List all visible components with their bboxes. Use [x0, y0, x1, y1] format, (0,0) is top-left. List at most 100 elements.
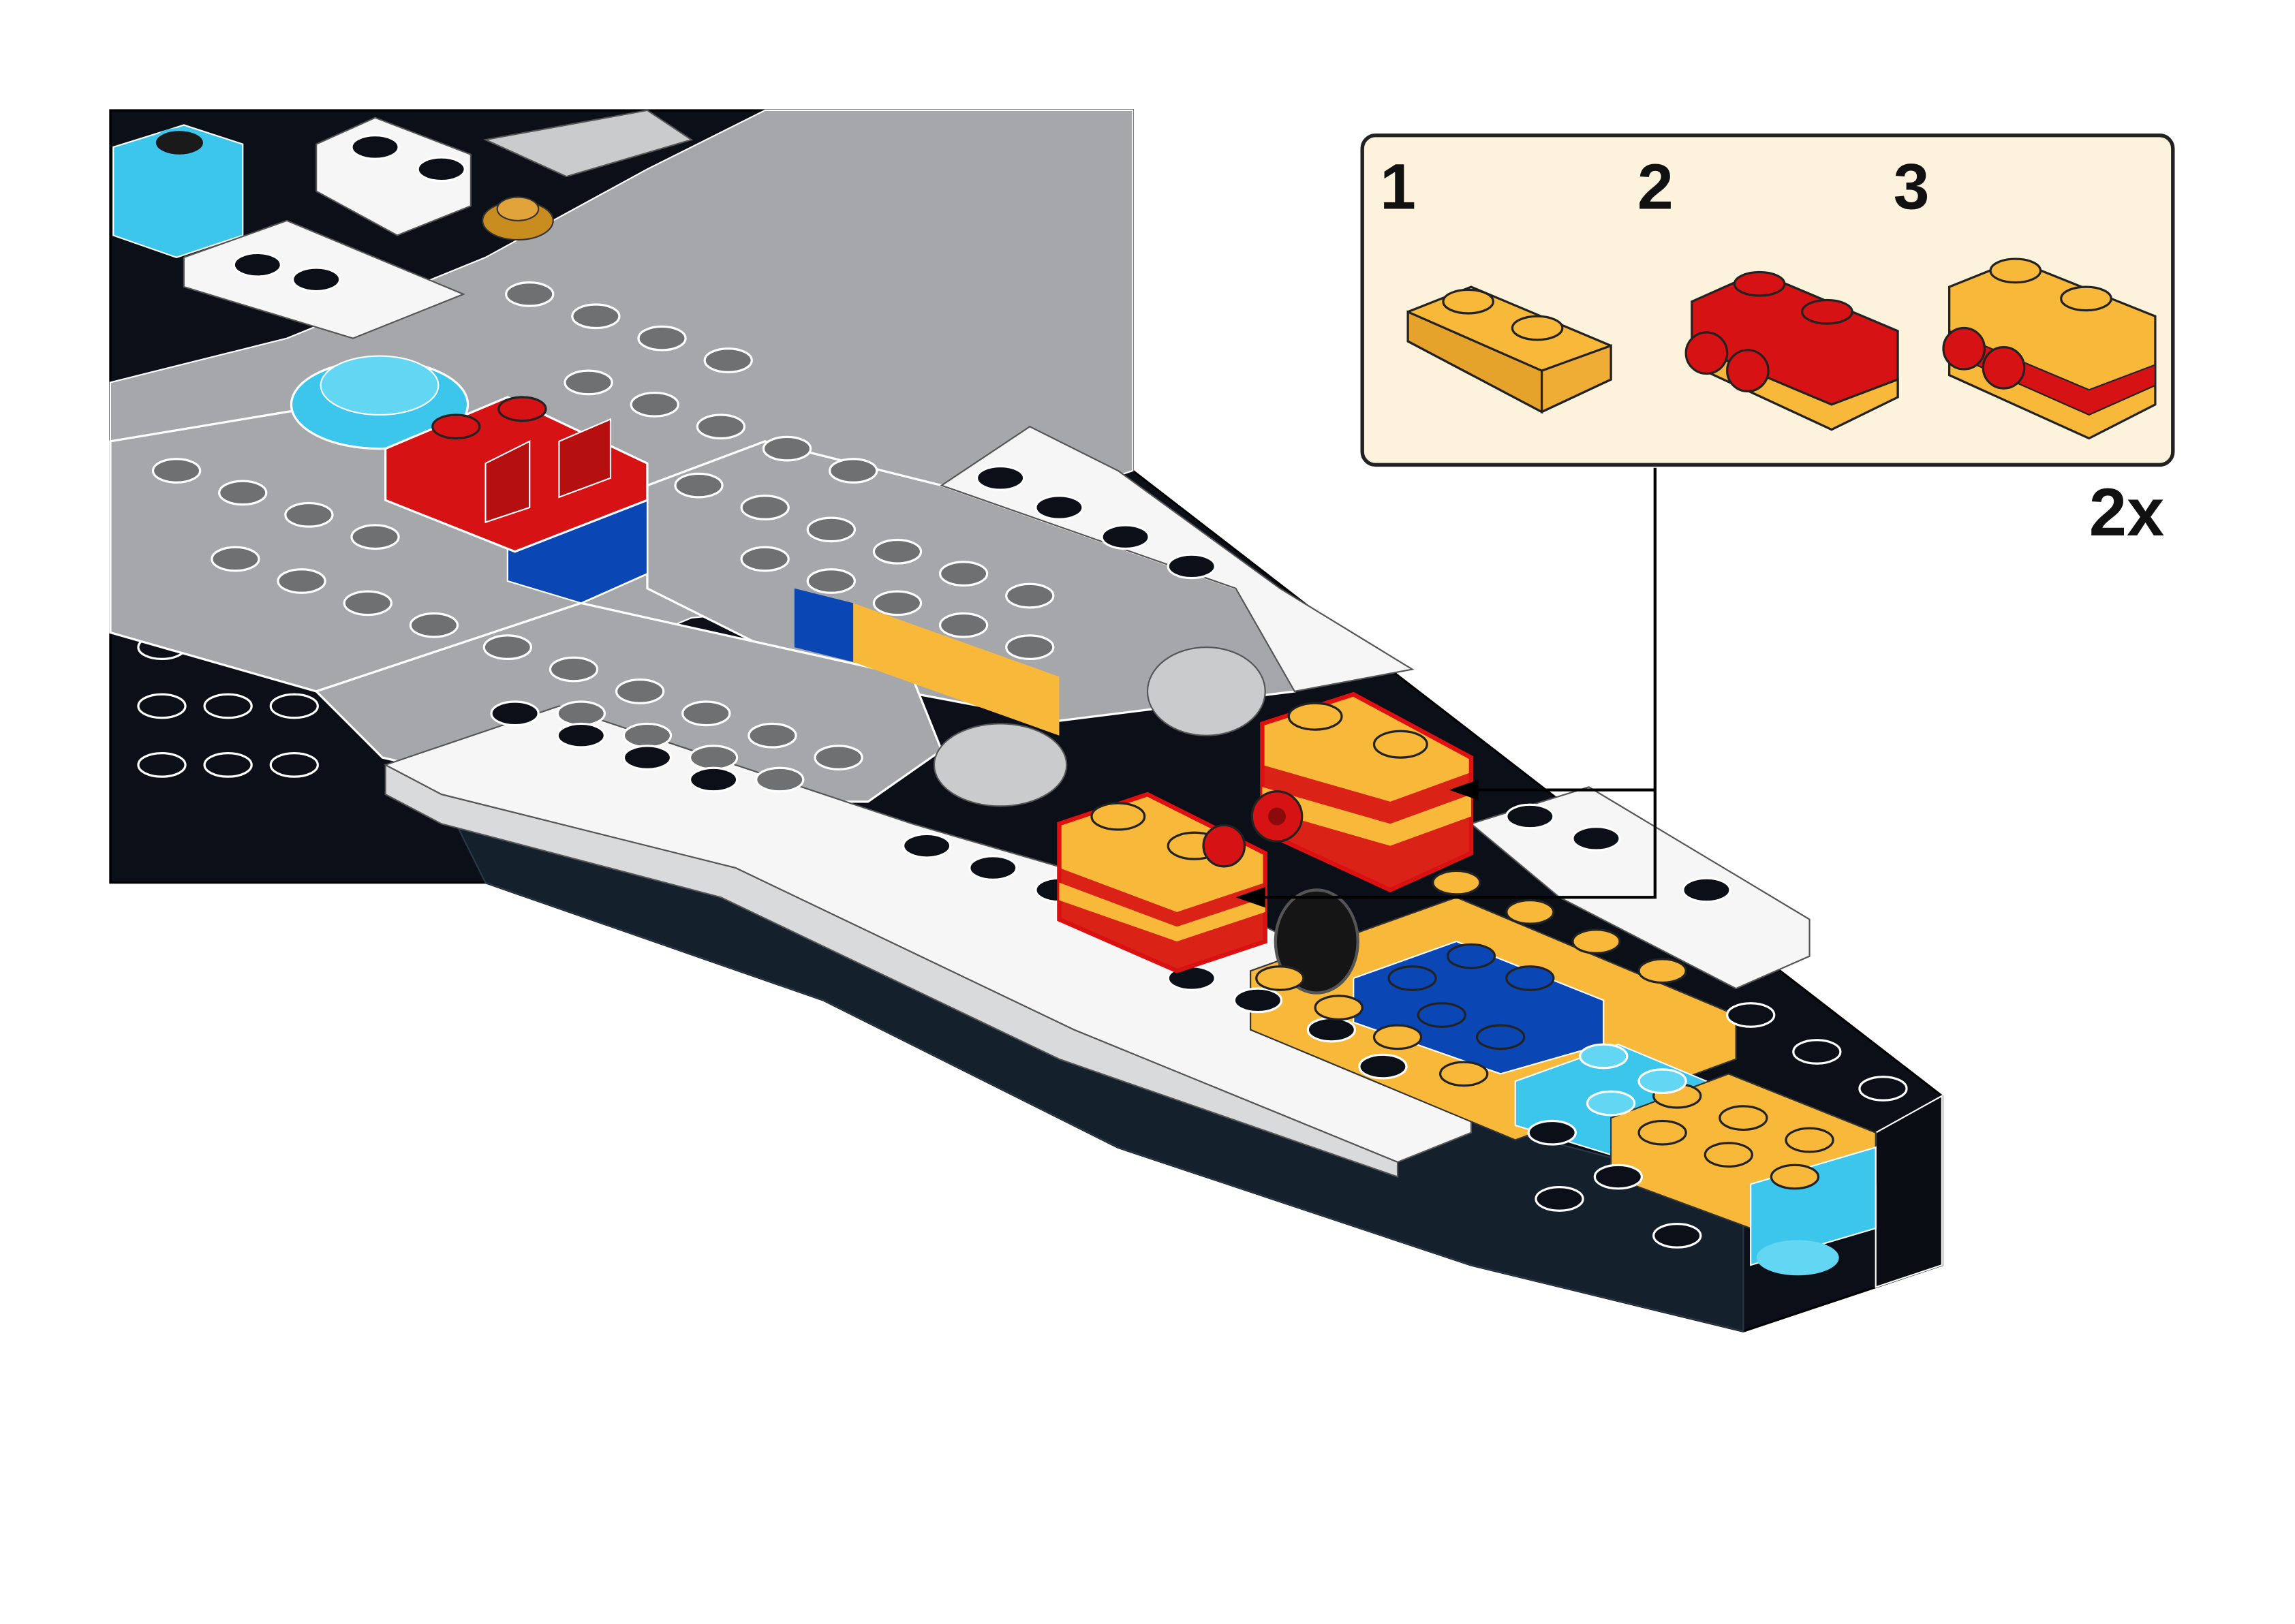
nose-side-panel [1875, 1094, 1943, 1288]
stud [755, 766, 805, 793]
stud [938, 612, 989, 638]
stud [1586, 1090, 1636, 1116]
stud [806, 516, 856, 543]
stud [1505, 965, 1555, 991]
stud [497, 396, 547, 422]
gray-cylinder [933, 723, 1068, 807]
stud [151, 458, 202, 484]
stud [1571, 825, 1621, 852]
stud [1233, 987, 1283, 1014]
stud [1255, 965, 1305, 991]
stud [740, 495, 790, 520]
stud [938, 561, 989, 587]
stud [1535, 1186, 1584, 1212]
stud [482, 634, 533, 661]
part-assembled-step-3 [1942, 257, 2157, 440]
stud [1527, 1119, 1577, 1146]
stud [1387, 965, 1437, 991]
stud [1719, 1105, 1768, 1131]
stud [490, 700, 540, 727]
stud [556, 700, 606, 727]
stud [688, 766, 739, 793]
stud [740, 546, 790, 572]
stud [269, 693, 319, 719]
stud [696, 413, 746, 440]
stud [571, 303, 621, 330]
stud [1682, 877, 1731, 903]
stud [218, 480, 268, 506]
stud [1005, 634, 1055, 661]
stud [688, 745, 739, 770]
stud [211, 546, 260, 572]
stud [1314, 995, 1364, 1021]
stud [416, 156, 466, 183]
step-number-1: 1 [1380, 151, 1416, 223]
stud [1637, 958, 1687, 984]
stud [872, 538, 923, 565]
stud [637, 325, 687, 352]
stud [872, 590, 923, 616]
stud [1475, 1024, 1526, 1050]
stud [203, 752, 253, 778]
stud [1652, 1223, 1702, 1249]
stud [564, 369, 613, 396]
stud [630, 391, 679, 418]
stud [409, 612, 459, 638]
stud [1432, 869, 1481, 896]
arrow-head-lower [1235, 887, 1265, 908]
blue-stripe [794, 588, 854, 662]
gray-tube [482, 109, 694, 178]
stud [975, 465, 1026, 491]
stud [556, 722, 606, 749]
stud [505, 281, 555, 307]
azure-brick-corner [112, 124, 244, 259]
wheel [1274, 888, 1359, 995]
yellow-stripe [853, 603, 1060, 736]
stud [1593, 1164, 1644, 1190]
stud [137, 752, 187, 778]
stud [1505, 803, 1555, 830]
stud [622, 745, 673, 770]
white-wing-edge-side [384, 764, 1399, 1178]
stud [703, 347, 753, 373]
step-number-3: 3 [1894, 151, 1930, 223]
stud [292, 266, 341, 293]
stud [431, 413, 481, 440]
step-number-2: 2 [1637, 151, 1674, 223]
stud [1005, 582, 1055, 609]
stud [1417, 1002, 1466, 1028]
stud [343, 590, 392, 616]
stud [1034, 495, 1084, 520]
stud [1571, 928, 1621, 954]
quantity-multiplier: 2x [2089, 475, 2164, 550]
stud [1306, 1016, 1357, 1043]
arrow-head-upper [1449, 779, 1479, 800]
callout-connector [1235, 467, 1657, 908]
stud [1858, 1076, 1908, 1102]
stud [1439, 1061, 1489, 1087]
stud [829, 458, 878, 484]
stud [814, 745, 863, 770]
stud [674, 472, 724, 499]
stud [968, 855, 1018, 881]
stud [137, 693, 187, 719]
stud [615, 678, 665, 704]
new-parts-highlight [1057, 691, 1474, 973]
stud [681, 700, 731, 727]
stud [1637, 1068, 1687, 1095]
stud [748, 722, 797, 749]
stud [549, 656, 599, 683]
stud [762, 435, 812, 462]
stud [1358, 1053, 1408, 1080]
part-yellow-plate-step-1 [1406, 285, 1612, 414]
stud [1372, 1024, 1423, 1050]
stud [1167, 553, 1216, 580]
stud [622, 722, 673, 749]
stud [350, 134, 400, 160]
stud [1637, 1119, 1687, 1146]
stud [1792, 1039, 1842, 1065]
stud [806, 568, 856, 594]
sub-assembly-callout: 1 2 3 2x [1360, 133, 2175, 550]
stud [1100, 524, 1150, 550]
